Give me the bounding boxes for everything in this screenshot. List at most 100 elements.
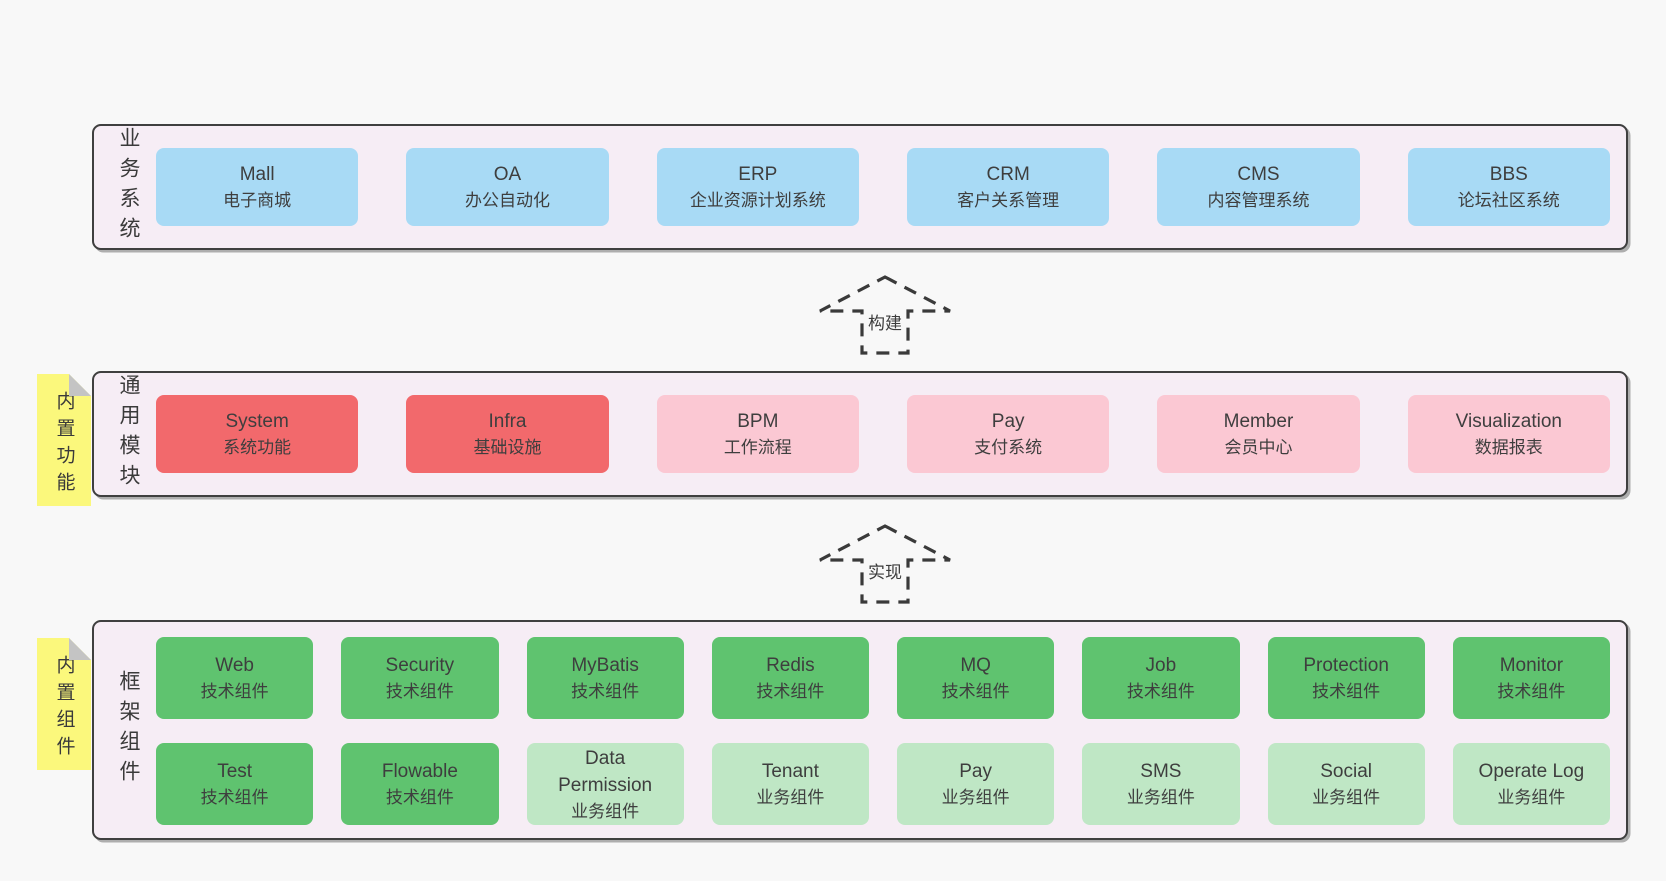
box-title: Infra [488, 411, 527, 432]
box-subtitle: 技术组件 [1497, 682, 1566, 701]
box-protection: Protection 技术组件 [1267, 637, 1425, 719]
box-subtitle: 客户关系管理 [957, 191, 1060, 210]
box-subtitle: 数据报表 [1474, 438, 1543, 457]
section-modules-label: 通用模块 [117, 374, 140, 494]
box-title: Redis [766, 655, 815, 676]
folded-corner-icon [69, 374, 91, 396]
box-mybatis: MyBatis 技术组件 [526, 637, 684, 719]
implement-arrow: 实现 [815, 524, 955, 604]
box-subtitle: 技术组件 [385, 788, 454, 807]
box-sms: SMS 业务组件 [1082, 743, 1240, 825]
box-subtitle: 论坛社区系统 [1457, 191, 1560, 210]
box-subtitle: 业务组件 [1312, 788, 1381, 807]
box-title: SMS [1140, 761, 1182, 782]
box-title: Data Permission [558, 747, 653, 796]
box-title: Operate Log [1478, 761, 1585, 782]
sticky-note-text: 内置功能 [53, 391, 75, 499]
box-title: Security [385, 655, 455, 676]
box-tenant: Tenant 业务组件 [711, 743, 869, 825]
box-visualization: Visualization 数据报表 [1407, 395, 1610, 473]
box-subtitle: 技术组件 [1312, 682, 1381, 701]
components-box-grid: Web 技术组件 Security 技术组件 MyBatis 技术组件 Redi… [152, 622, 1626, 838]
box-web: Web 技术组件 [156, 637, 314, 719]
box-title: CRM [986, 164, 1030, 185]
box-title: Mall [239, 164, 275, 185]
modules-box-row: System 系统功能 Infra 基础设施 BPM 工作流程 Pay 支付系统… [152, 373, 1626, 495]
business-box-row: Mall 电子商城 OA 办公自动化 ERP 企业资源计划系统 CRM 客户关系… [152, 126, 1626, 248]
build-arrow: 构建 [815, 275, 955, 355]
box-title: Member [1223, 411, 1294, 432]
box-member: Member 会员中心 [1157, 395, 1360, 473]
box-data-permission: Data Permission 业务组件 [526, 743, 684, 825]
box-flowable: Flowable 技术组件 [341, 743, 499, 825]
box-subtitle: 企业资源计划系统 [689, 191, 826, 210]
box-social: Social 业务组件 [1267, 743, 1425, 825]
box-subtitle: 技术组件 [200, 682, 269, 701]
box-subtitle: 技术组件 [756, 682, 825, 701]
box-title: MQ [960, 655, 991, 676]
box-crm: CRM 客户关系管理 [906, 148, 1110, 226]
box-title: CMS [1237, 164, 1280, 185]
box-title: BPM [737, 411, 779, 432]
box-title: OA [493, 164, 522, 185]
box-title: Visualization [1455, 411, 1562, 432]
dashed-up-arrow-icon [819, 275, 951, 355]
box-oa: OA 办公自动化 [406, 148, 609, 226]
box-title: Pay [959, 761, 992, 782]
box-subtitle: 工作流程 [723, 438, 792, 457]
box-title: Job [1145, 655, 1177, 676]
box-test: Test 技术组件 [156, 743, 314, 825]
box-title: Social [1320, 761, 1372, 782]
box-title: ERP [738, 164, 778, 185]
box-subtitle: 技术组件 [200, 788, 269, 807]
box-subtitle: 业务组件 [571, 801, 640, 821]
sticky-note-built-in-features: 内置功能 [37, 374, 91, 506]
box-title: BBS [1489, 164, 1528, 185]
box-pay-module: Pay 支付系统 [906, 395, 1110, 473]
box-subtitle: 基础设施 [473, 438, 542, 457]
box-subtitle: 业务组件 [756, 788, 825, 807]
box-mall: Mall 电子商城 [156, 148, 359, 226]
box-monitor: Monitor 技术组件 [1452, 637, 1610, 719]
box-subtitle: 技术组件 [571, 682, 640, 701]
section-business-label: 业务系统 [117, 127, 140, 247]
box-operate-log: Operate Log 业务组件 [1452, 743, 1610, 825]
sticky-note-text: 内置组件 [53, 655, 75, 763]
box-title: Monitor [1499, 655, 1564, 676]
box-title: System [225, 411, 289, 432]
box-title: Flowable [381, 761, 458, 782]
box-subtitle: 技术组件 [385, 682, 454, 701]
box-security: Security 技术组件 [341, 637, 499, 719]
implement-arrow-label: 实现 [864, 557, 906, 584]
box-title: Tenant [761, 761, 819, 782]
box-title: Test [217, 761, 253, 782]
box-subtitle: 系统功能 [223, 438, 292, 457]
box-job: Job 技术组件 [1082, 637, 1240, 719]
box-subtitle: 电子商城 [223, 191, 292, 210]
box-bbs: BBS 论坛社区系统 [1407, 148, 1610, 226]
box-infra: Infra 基础设施 [406, 395, 609, 473]
box-title: Protection [1303, 655, 1389, 676]
sticky-note-built-in-components: 内置组件 [37, 638, 91, 770]
box-subtitle: 业务组件 [1497, 788, 1566, 807]
box-subtitle: 内容管理系统 [1207, 191, 1310, 210]
box-bpm: BPM 工作流程 [656, 395, 859, 473]
box-subtitle: 办公自动化 [464, 191, 550, 210]
section-framework-components: 框架组件 Web 技术组件 Security 技术组件 MyBatis 技术组件… [92, 620, 1628, 840]
box-mq: MQ 技术组件 [897, 637, 1055, 719]
box-pay-business: Pay 业务组件 [897, 743, 1055, 825]
box-cms: CMS 内容管理系统 [1157, 148, 1360, 226]
box-redis: Redis 技术组件 [711, 637, 869, 719]
box-subtitle: 技术组件 [941, 682, 1010, 701]
box-subtitle: 业务组件 [1126, 788, 1195, 807]
box-erp: ERP 企业资源计划系统 [656, 148, 859, 226]
build-arrow-label: 构建 [864, 308, 906, 335]
box-system: System 系统功能 [156, 395, 359, 473]
section-components-label: 框架组件 [117, 670, 140, 790]
box-title: MyBatis [571, 655, 639, 676]
section-common-modules: 通用模块 System 系统功能 Infra 基础设施 BPM 工作流程 Pay… [92, 371, 1628, 497]
dashed-up-arrow-icon [819, 524, 951, 604]
box-title: Web [215, 655, 254, 676]
folded-corner-icon [69, 638, 91, 660]
section-business-systems: 业务系统 Mall 电子商城 OA 办公自动化 ERP 企业资源计划系统 CRM… [92, 124, 1628, 250]
